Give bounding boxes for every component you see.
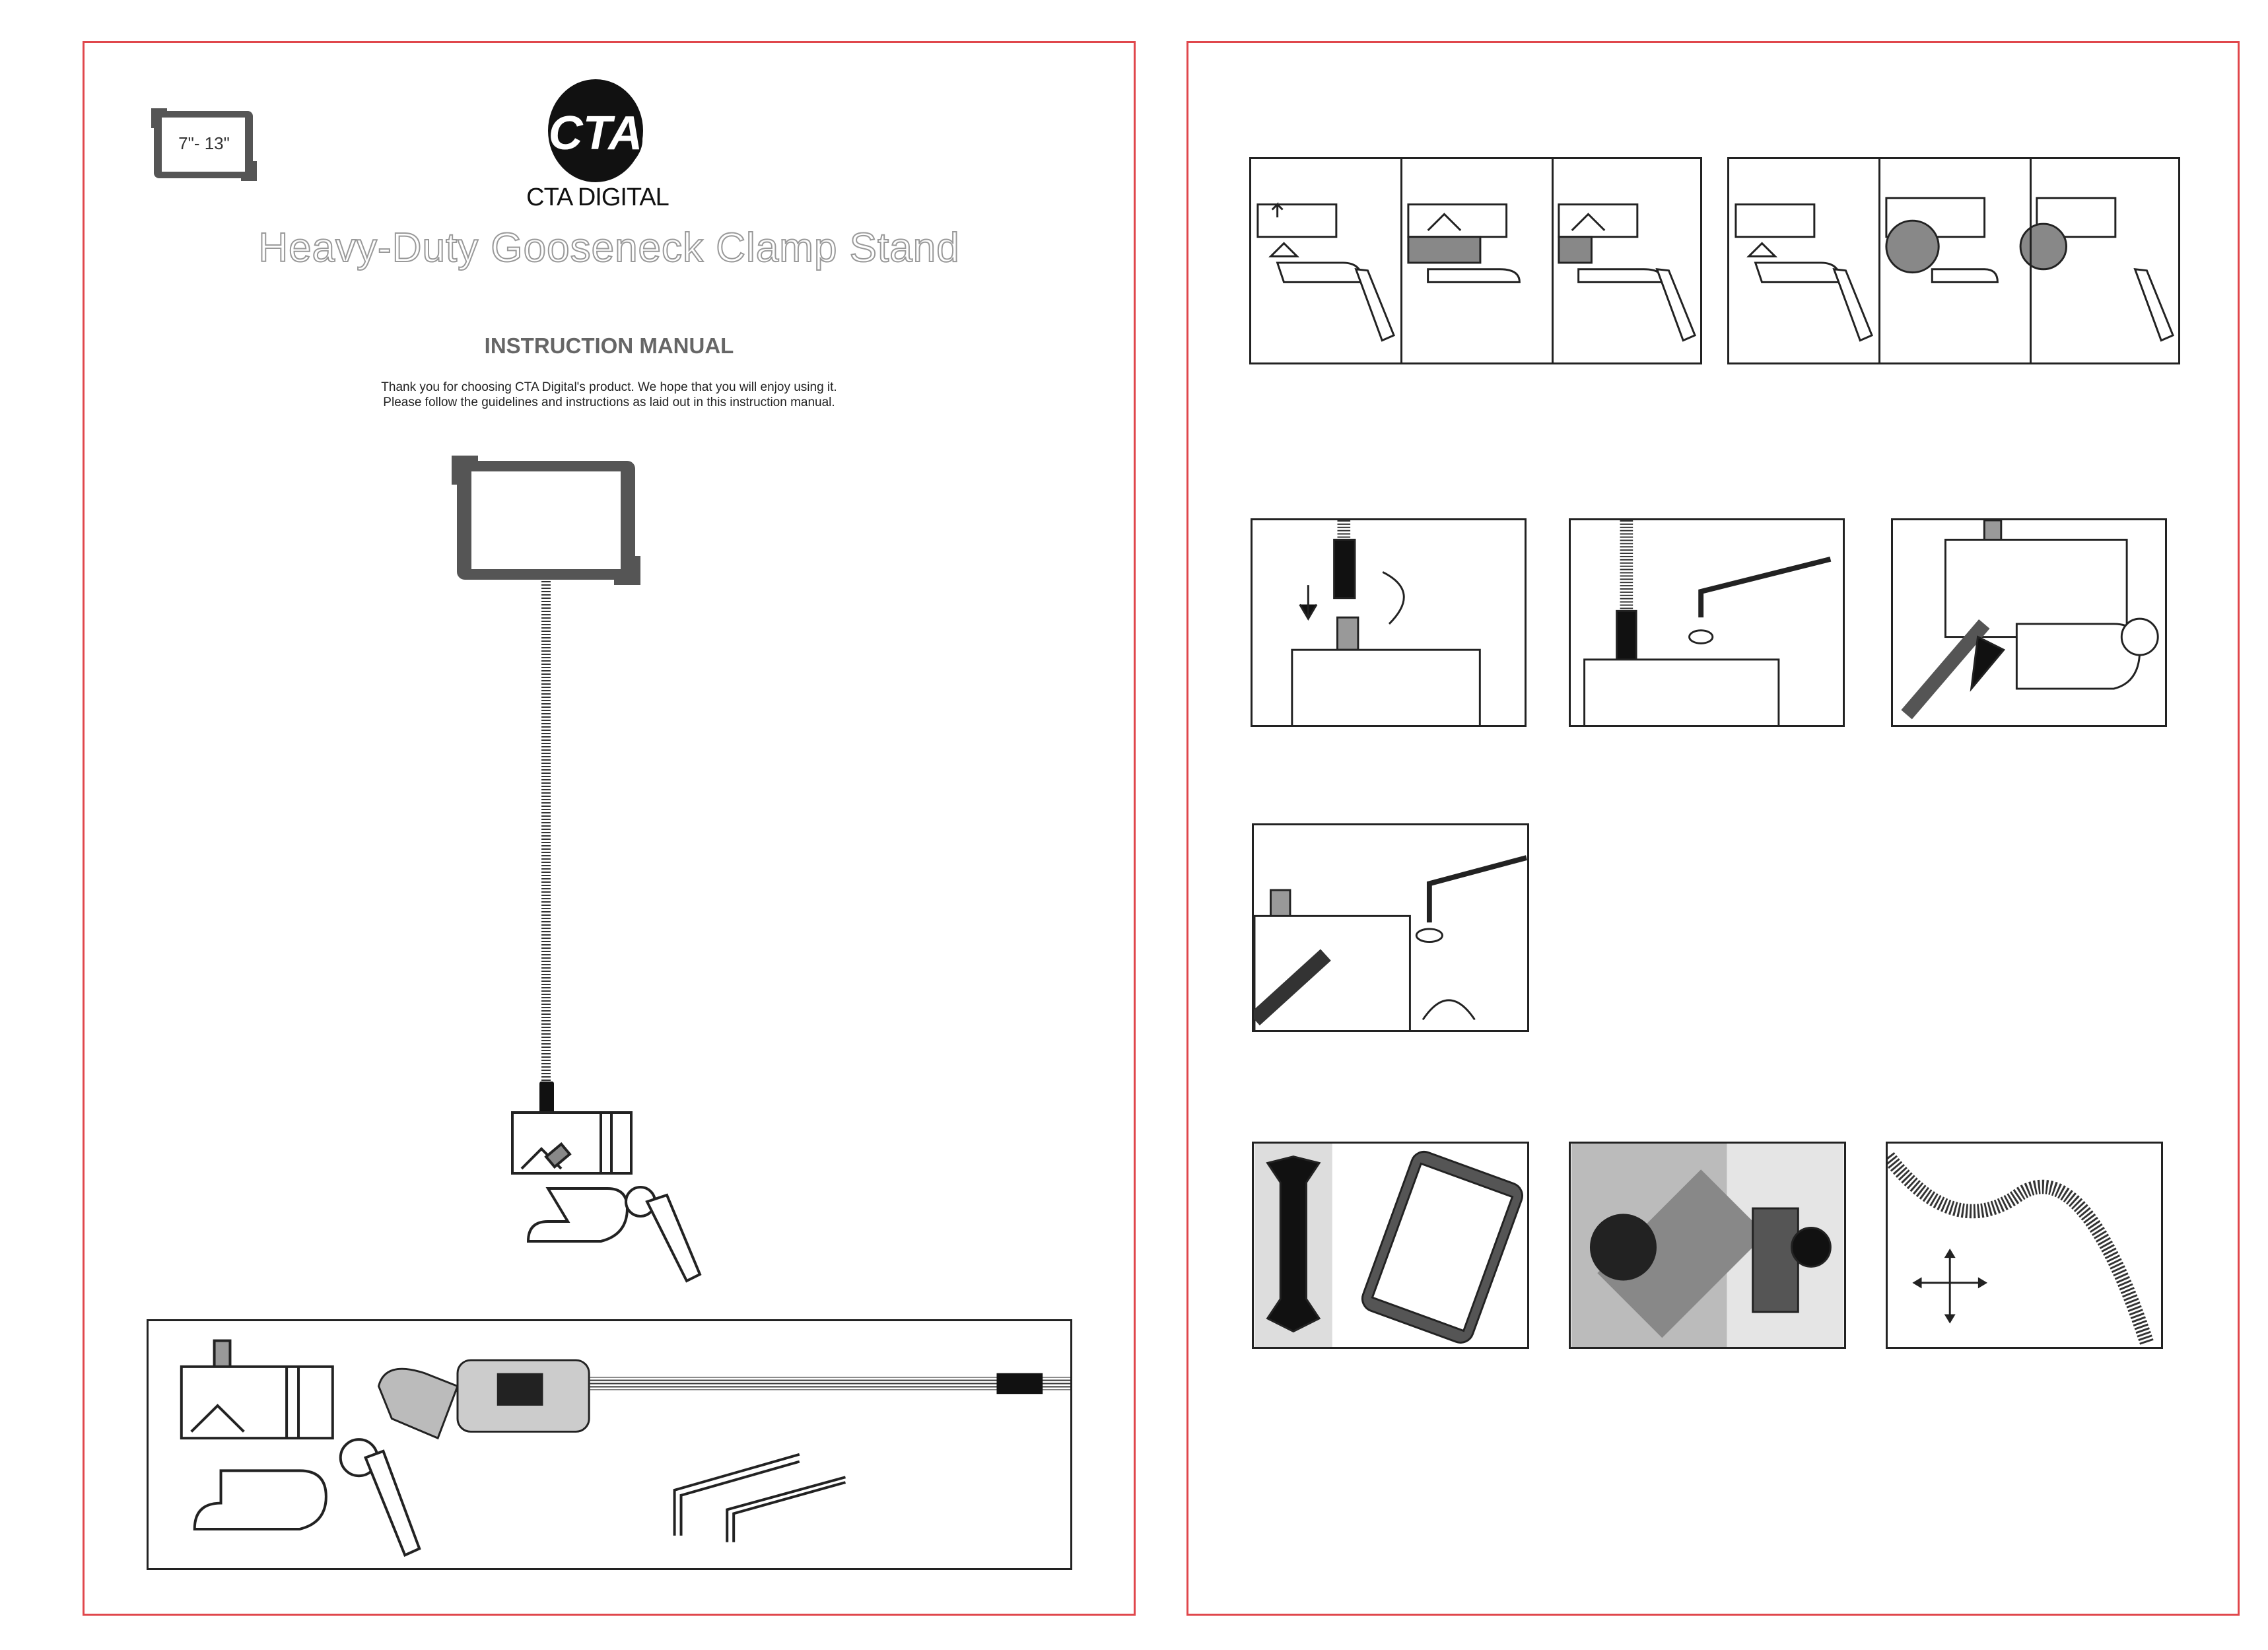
step-clamp-tube (1727, 157, 2180, 364)
intro-line-2: Please follow the guidelines and instruc… (383, 395, 835, 409)
intro-line-1: Thank you for choosing CTA Digital's pro… (381, 380, 837, 394)
size-badge-text: 7"- 13" (178, 133, 230, 153)
tablet-size-badge: 7"- 13" (149, 106, 259, 184)
step-insert-gooseneck (1251, 518, 1527, 727)
logo-mark: CTA (549, 107, 643, 160)
step-attach-clamp-gooseneck (1891, 518, 2167, 727)
tablet-icon (151, 108, 257, 181)
page-title: Heavy-Duty Gooseneck Clamp Stand (258, 224, 960, 271)
tablet-holder (452, 456, 640, 585)
parts-list-box (147, 1319, 1072, 1570)
step-clamp-open (1249, 157, 1702, 364)
brand-name: CTA DIGITAL (526, 184, 670, 211)
clamp-part (180, 1339, 421, 1557)
cover-page (83, 41, 1136, 1616)
gooseneck (541, 580, 551, 1082)
hex-key-icon (1698, 557, 1832, 618)
cta-logo: CTA (543, 78, 655, 184)
clamp (511, 1111, 702, 1283)
step-tighten-gooseneck (1569, 518, 1845, 727)
step-mount-tablet (1252, 1142, 1529, 1349)
hex-key-icon (1426, 855, 1527, 923)
gooseneck-part (377, 1359, 1070, 1440)
instructions-page (1186, 41, 2240, 1616)
step-bend-gooseneck (1886, 1142, 2163, 1349)
hex-keys (673, 1453, 846, 1542)
step-secure-screw (1252, 823, 1529, 1032)
product-illustration (449, 449, 726, 1288)
rotate-arrow-icon (1382, 571, 1405, 625)
step-adjust-holder (1569, 1142, 1846, 1349)
move-arrows-icon (1912, 1248, 1988, 1324)
manual-subtitle: INSTRUCTION MANUAL (484, 333, 734, 358)
arrow-down-icon (1299, 585, 1318, 621)
